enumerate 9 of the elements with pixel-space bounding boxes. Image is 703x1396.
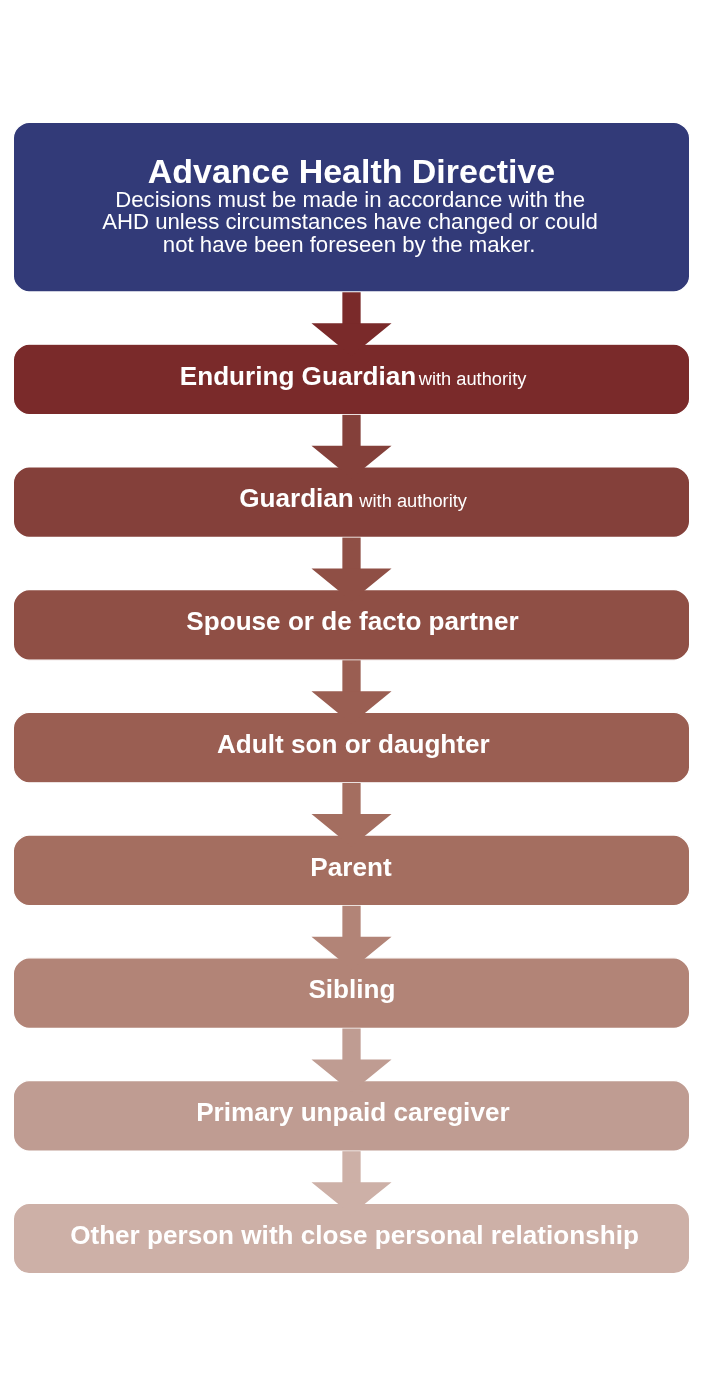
node-box: Spouse or de facto partner	[12, 588, 691, 661]
node-box: Adult son or daughter	[12, 711, 691, 784]
node-box: Guardian with authority	[12, 466, 691, 539]
node-box: Parent	[12, 834, 691, 907]
node-box: Other person with close personal relationship	[12, 1202, 691, 1275]
node-box: Sibling	[12, 957, 691, 1029]
node-box: Enduring Guardian with authority	[12, 343, 691, 416]
node-box: Primary unpaid caregiver	[12, 1079, 691, 1152]
node-box: Advance Health Directive Decisions must be made in accordance with the AHD unless circumstances have changed or could not have been foreseen by the maker.	[12, 121, 691, 293]
